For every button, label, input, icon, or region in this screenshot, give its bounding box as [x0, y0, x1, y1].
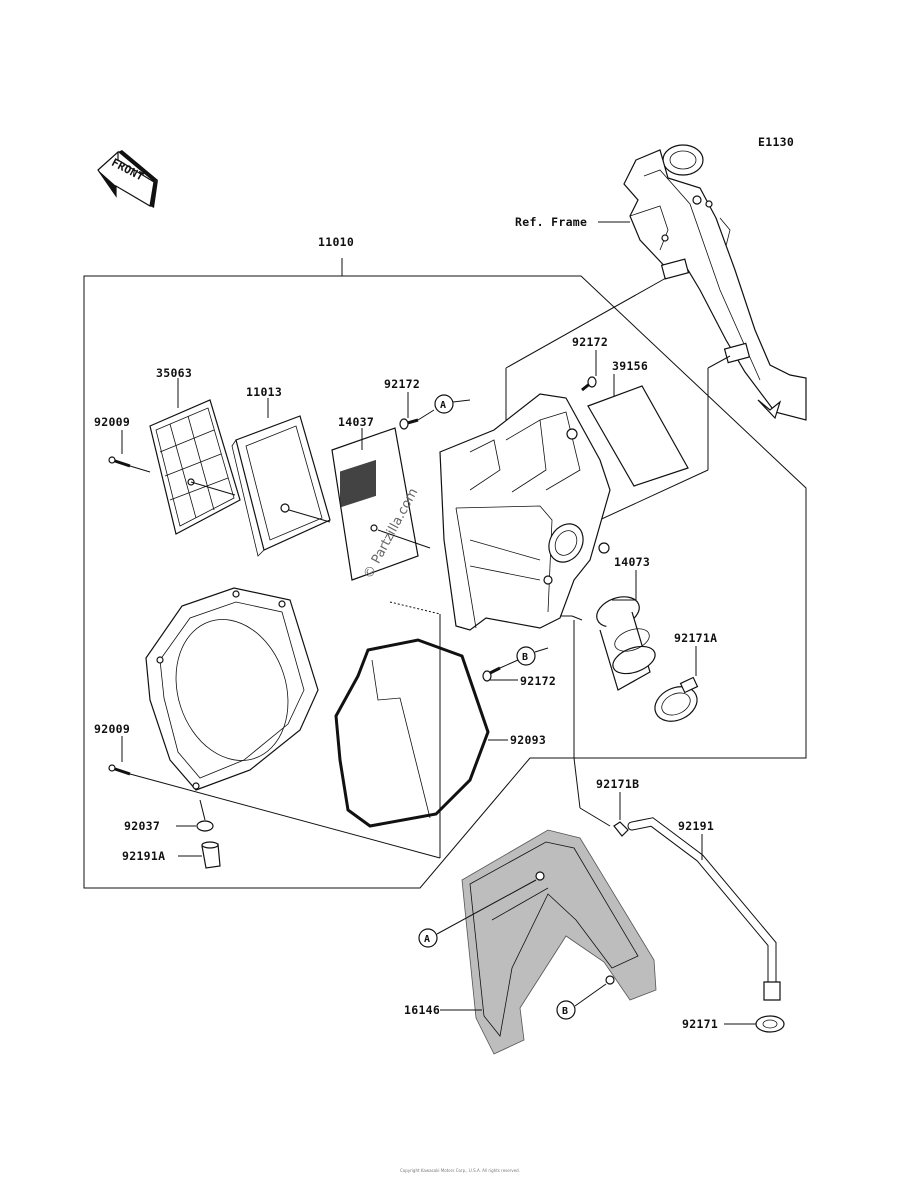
ref-frame-label: Ref. Frame	[515, 215, 587, 229]
label-35063: 35063	[156, 366, 192, 380]
part-14073-duct: 14073	[596, 555, 656, 691]
label-92093: 92093	[510, 733, 546, 747]
part-92191A-drain: 92191A	[122, 841, 221, 869]
ref-frame: Ref. Frame	[515, 144, 807, 421]
callout-a-lower: A	[418, 879, 537, 948]
part-92171B-clip: 92171B	[596, 777, 639, 837]
part-92172-screw-b: B 92172	[482, 646, 556, 688]
part-39156-pad: 39156	[587, 359, 689, 487]
part-14037-label: 14037 © Partzilla.com	[331, 415, 431, 582]
label-14073: 14073	[614, 555, 650, 569]
svg-text:A: A	[440, 400, 446, 411]
part-92037-clip: 92037	[124, 799, 214, 833]
airbox-base	[145, 587, 319, 791]
label-92191A: 92191A	[122, 849, 165, 863]
part-92009-screw-upper: 92009	[94, 415, 151, 473]
copyright-footer: Copyright Kawasaki Motors Corp., U.S.A. …	[400, 1168, 520, 1173]
label-14037: 14037	[338, 415, 374, 429]
label-92172-lower: 92172	[520, 674, 556, 688]
part-35063-screen: 35063	[149, 366, 241, 535]
part-92009-screw-lower: 92009	[94, 722, 131, 776]
diagram-code: E1130	[758, 135, 794, 149]
part-92171-clamp: 92171	[682, 1015, 785, 1033]
label-92171A: 92171A	[674, 631, 717, 645]
label-92171B: 92171B	[596, 777, 639, 791]
label-92191: 92191	[678, 819, 714, 833]
part-92172-screw-upper: 92172	[572, 335, 608, 392]
label-92037: 92037	[124, 819, 160, 833]
label-92172-upper: 92172	[572, 335, 608, 349]
part-16146-cover: 16146	[404, 829, 657, 1055]
airbox-housing	[439, 393, 611, 631]
label-92171: 92171	[682, 1017, 718, 1031]
label-92009-upper: 92009	[94, 415, 130, 429]
callout-b-lower: B	[556, 983, 607, 1020]
svg-text:B: B	[522, 652, 528, 663]
label-11013: 11013	[246, 385, 282, 399]
svg-text:A: A	[424, 934, 430, 945]
label-92172-a: 92172	[384, 377, 420, 391]
part-92171A-clamp: 92171A	[654, 631, 717, 722]
label-92009-lower: 92009	[94, 722, 130, 736]
label-39156: 39156	[612, 359, 648, 373]
part-11013-filter: 11013	[231, 385, 331, 557]
part-92093-gasket: 92093	[334, 638, 546, 828]
part-92172-screw-a: 92172 A	[384, 377, 471, 430]
assembly-outline-11010: 11010	[83, 235, 807, 889]
front-arrow-icon: FRONT	[97, 150, 158, 208]
label-11010: 11010	[318, 235, 354, 249]
svg-text:B: B	[562, 1006, 568, 1017]
part-92191-hose: 92191	[627, 817, 781, 1001]
label-16146: 16146	[404, 1003, 440, 1017]
